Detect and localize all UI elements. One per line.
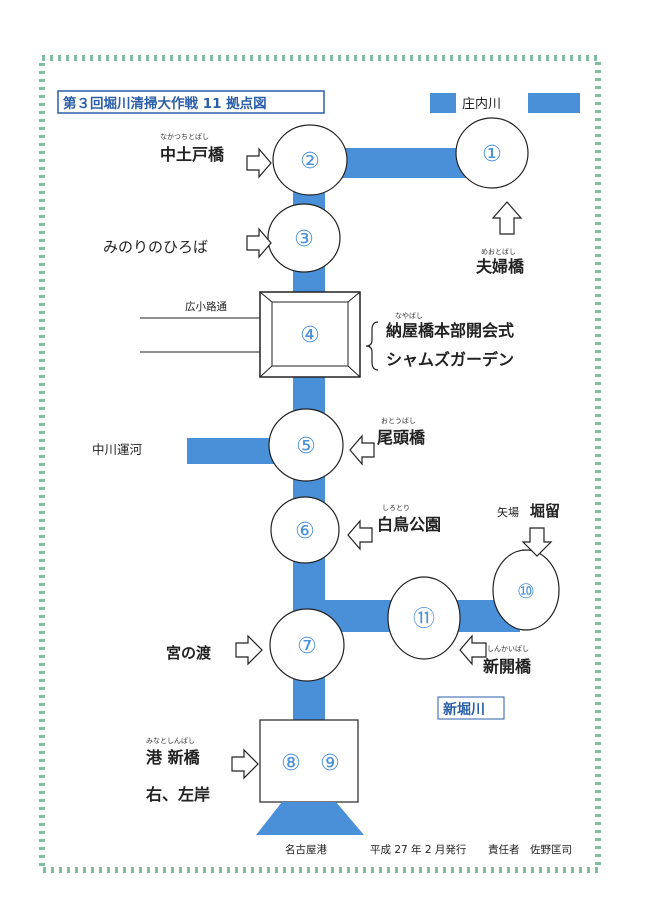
ruby-minatoshin: みなとしんばし xyxy=(146,736,195,745)
node-3-number: ③ xyxy=(294,227,314,252)
shinhorikawa-box xyxy=(437,696,505,720)
ruby-shirotori: しろとり xyxy=(382,504,410,512)
node-2-number: ② xyxy=(300,149,320,174)
diagram-title: 第３回堀川清掃大作戦 11 拠点図 xyxy=(63,95,267,112)
node-1-number: ① xyxy=(482,142,502,167)
arrow-right-icon xyxy=(246,147,272,179)
node-2-circle xyxy=(272,124,348,196)
footer-issued: 平成 27 年 2 月発行 xyxy=(370,843,467,856)
node-5-number: ⑤ xyxy=(296,434,316,459)
arrow-down-icon xyxy=(521,527,553,557)
node-4-frame-inner xyxy=(271,301,349,367)
node-6-number: ⑥ xyxy=(295,519,315,544)
label-nakatsuchito: 中土戸橋 xyxy=(160,145,225,164)
node-11-circle xyxy=(387,576,461,660)
node-10-circle xyxy=(492,549,560,631)
ruby-nakatsuchito: なかつちとばし xyxy=(160,132,209,141)
legend-river-block-left xyxy=(430,93,456,113)
node-5-circle xyxy=(268,408,344,482)
node-3-circle xyxy=(267,203,341,273)
ruby-otoo: おとうばし xyxy=(381,416,416,425)
title-box xyxy=(57,90,325,114)
arrow-right-icon xyxy=(231,748,259,780)
brace-icon xyxy=(365,321,379,371)
node-9-number: ⑨ xyxy=(320,751,340,776)
arrow-left-icon xyxy=(349,434,375,466)
node-6-circle xyxy=(270,496,340,564)
arrow-right-icon xyxy=(246,227,272,259)
legend-river-label: 庄内川 xyxy=(462,96,501,112)
label-minori: みのりのひろば xyxy=(103,238,208,256)
arrow-left-icon xyxy=(459,634,487,666)
decorative-border xyxy=(39,55,601,873)
label-nayabashi: 納屋橋本部開会式 xyxy=(386,321,514,340)
node-4-number: ④ xyxy=(300,323,320,348)
node-10-number: ⑩ xyxy=(517,579,535,603)
node-7-number: ⑦ xyxy=(297,634,317,659)
label-nakagawa: 中川運河 xyxy=(92,442,143,457)
label-shinhorikawa: 新堀川 xyxy=(443,701,485,718)
ruby-shinkai: しんかいばし xyxy=(487,644,529,653)
label-nagoyako: 名古屋港 xyxy=(285,843,327,856)
ruby-meoto: めおとばし xyxy=(481,247,516,256)
nagoya-port-trapezoid xyxy=(256,802,364,835)
label-migihidari: 右、左岸 xyxy=(146,785,210,804)
node-7-circle xyxy=(269,608,345,682)
node-4-bevel xyxy=(347,291,361,303)
label-miya: 宮の渡 xyxy=(166,644,212,662)
label-otoo: 尾頭橋 xyxy=(377,428,426,447)
arrow-up-icon xyxy=(491,201,523,235)
label-meoto: 夫婦橋 xyxy=(476,257,525,276)
label-hirokoji: 広小路通 xyxy=(185,300,227,313)
ruby-nayabashi: なやばし xyxy=(395,311,423,320)
node-4-bevel xyxy=(347,365,361,378)
node-11-number: ⑪ xyxy=(413,607,435,632)
label-yaba: 矢場 xyxy=(497,505,519,519)
footer-responsible: 責任者 佐野匡司 xyxy=(488,843,572,856)
node-8-9-box xyxy=(259,719,359,803)
node-4-bevel xyxy=(259,291,273,303)
node-8-number: ⑧ xyxy=(281,751,301,776)
arrow-left-icon xyxy=(347,519,373,551)
legend-river-block-right xyxy=(528,93,580,113)
label-shams-garden: シャムズガーデン xyxy=(386,350,514,369)
node-4-bevel xyxy=(259,365,273,378)
arrow-right-icon xyxy=(235,634,263,666)
node-1-circle xyxy=(455,117,529,189)
label-shirotori: 白鳥公園 xyxy=(377,515,441,534)
label-horidome: 堀留 xyxy=(530,502,560,520)
label-shinkai: 新開橋 xyxy=(483,657,532,676)
label-minatoshin: 港 新橋 xyxy=(146,748,201,767)
